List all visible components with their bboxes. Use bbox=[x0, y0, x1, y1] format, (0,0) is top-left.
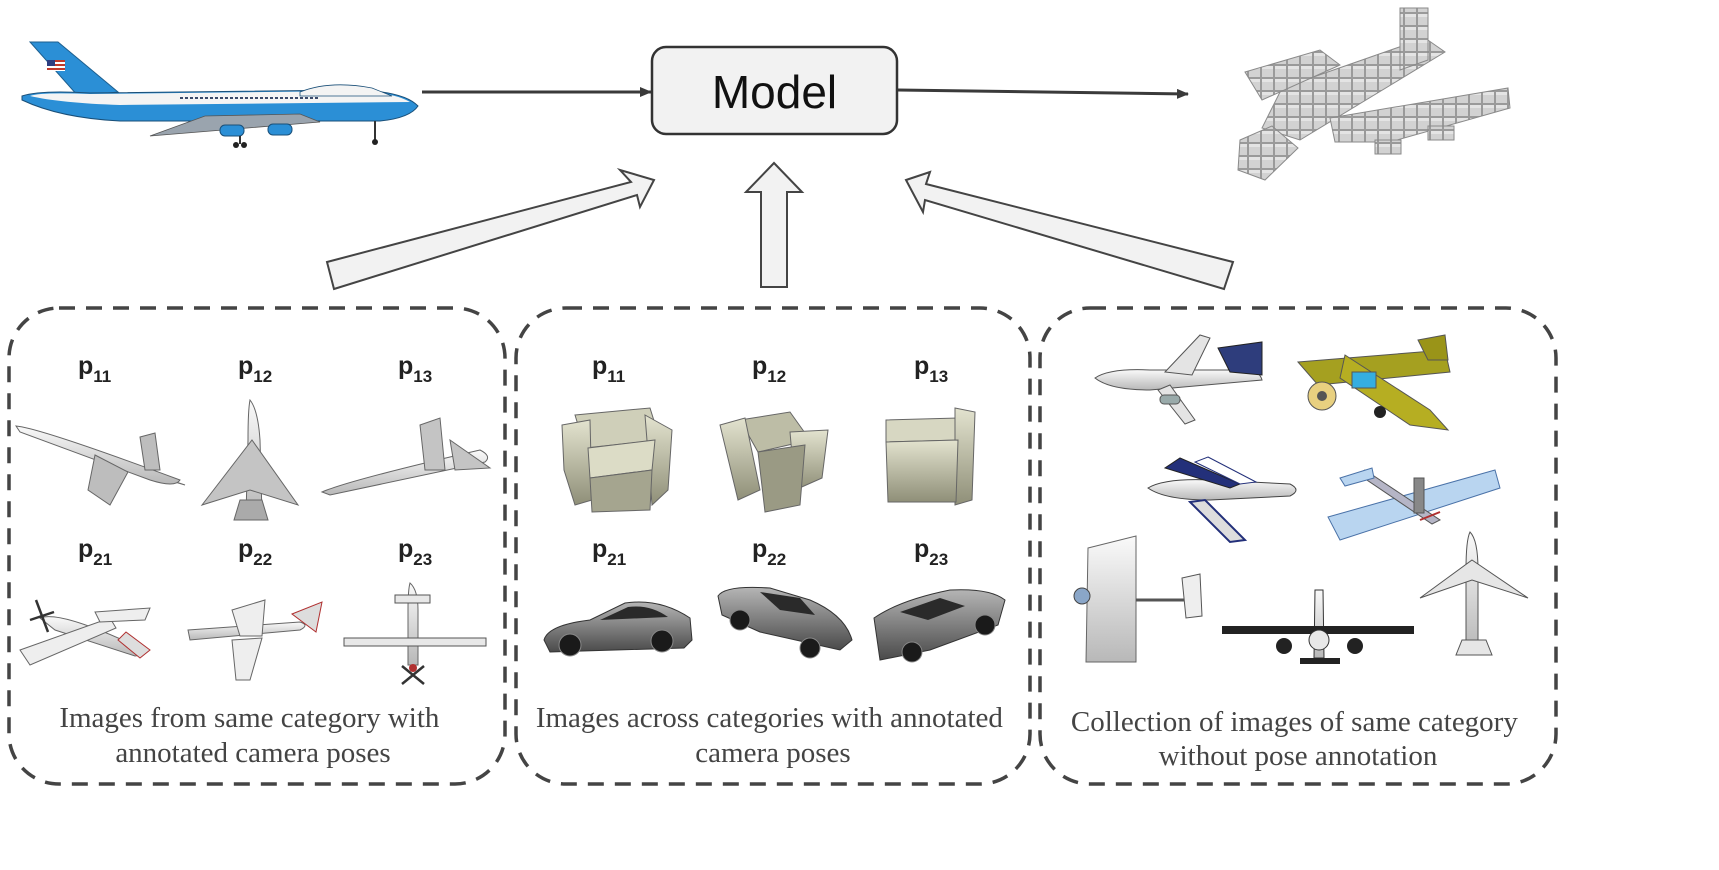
jet-icon bbox=[320, 417, 492, 496]
airliner-icon bbox=[1147, 456, 1297, 544]
pose-label: p11 bbox=[592, 352, 625, 386]
model-box: Model bbox=[650, 45, 899, 136]
propeller-plane-icon bbox=[19, 599, 151, 666]
pose-label: p13 bbox=[914, 352, 948, 386]
airplane-photo-icon bbox=[21, 41, 419, 148]
panel-no-pose bbox=[1038, 306, 1558, 786]
propeller-plane-icon bbox=[1296, 334, 1451, 431]
output-arrow bbox=[897, 88, 1189, 99]
pose-label: p11 bbox=[78, 352, 111, 386]
car-icon bbox=[543, 601, 693, 657]
propeller-plane-icon bbox=[343, 582, 487, 685]
caption-across-categories: Images across categories with annotated … bbox=[536, 702, 1010, 769]
model-label: Model bbox=[712, 66, 837, 118]
pose-label: p21 bbox=[592, 535, 626, 569]
pose-label: p22 bbox=[752, 535, 786, 569]
armchair-icon bbox=[719, 411, 829, 513]
armchair-icon bbox=[561, 407, 673, 513]
jet-icon bbox=[15, 425, 186, 506]
airliner-icon bbox=[1222, 589, 1414, 664]
caption-no-pose: Collection of images of same category wi… bbox=[1071, 706, 1525, 772]
airliner-icon bbox=[1419, 531, 1529, 656]
car-icon bbox=[717, 586, 853, 659]
panel-across-categories bbox=[514, 306, 1032, 786]
pose-label: p21 bbox=[78, 535, 112, 569]
pose-label: p13 bbox=[398, 352, 432, 386]
pose-label: p12 bbox=[238, 352, 272, 386]
pose-label: p23 bbox=[398, 535, 432, 569]
caption-same-category: Images from same category with annotated… bbox=[59, 702, 446, 769]
hollow-arrow-center bbox=[743, 161, 805, 288]
pose-label: p22 bbox=[238, 535, 272, 569]
voxel-airplane-icon bbox=[1237, 7, 1511, 181]
armchair-icon bbox=[885, 407, 976, 506]
pose-label: p12 bbox=[752, 352, 786, 386]
propeller-plane-icon bbox=[187, 599, 323, 681]
hollow-arrow-right bbox=[904, 170, 1235, 291]
panel-same-category bbox=[7, 306, 507, 786]
hollow-arrow-left bbox=[325, 168, 656, 291]
glider-icon bbox=[1073, 535, 1203, 663]
jet-icon bbox=[200, 398, 300, 521]
airliner-icon bbox=[1094, 334, 1263, 425]
glider-icon bbox=[1327, 467, 1501, 541]
pose-label: p23 bbox=[914, 535, 948, 569]
car-icon bbox=[873, 589, 1006, 663]
